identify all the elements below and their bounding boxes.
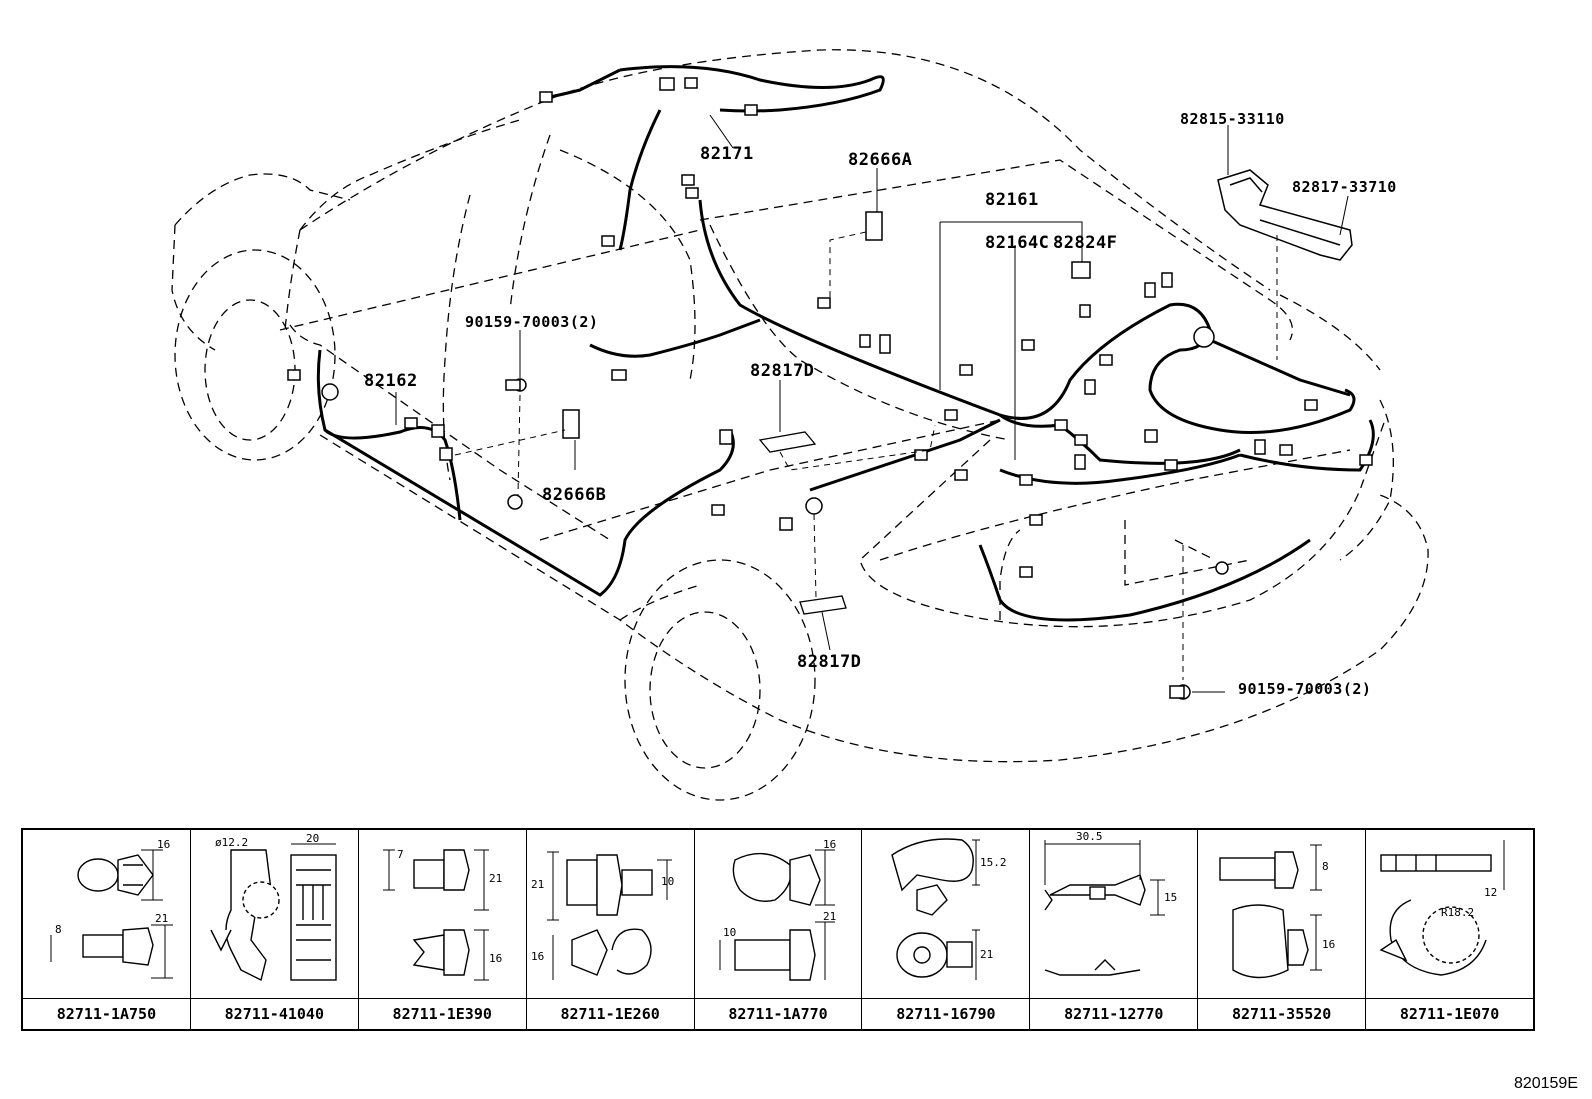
label-82162: 82162 <box>364 371 418 391</box>
dim-21: 21 <box>489 872 502 885</box>
dim-16: 16 <box>1322 938 1335 951</box>
label-82171: 82171 <box>700 144 754 164</box>
dim-30-5: 30.5 <box>1076 830 1103 843</box>
connectors <box>287 77 1373 578</box>
label-82666a: 82666A <box>848 150 913 170</box>
part-number: 82711-1E070 <box>1366 998 1534 1029</box>
dim-21: 21 <box>155 912 168 925</box>
dim-12: 12 <box>1484 886 1497 899</box>
label-82815-33110: 82815-33110 <box>1180 110 1285 128</box>
clip-drawing: 7 21 16 <box>382 848 502 981</box>
clip-cell: 8 16 82711-35520 <box>1198 830 1367 1029</box>
clip-drawing: 8 16 <box>1219 844 1335 979</box>
dim-16: 16 <box>531 950 544 963</box>
pads <box>758 431 847 615</box>
clip-cell: 16 21 8 82711-1A750 <box>23 830 191 1029</box>
clip-drawing: 12 R18.2 <box>1379 840 1505 976</box>
label-90159-70003-right: 90159-70003(2) <box>1238 680 1372 698</box>
dim-16: 16 <box>157 838 170 851</box>
wiring-harness <box>316 65 1375 622</box>
dim-20: 20 <box>306 832 319 845</box>
clip-drawing: ø12.2 20 <box>210 832 337 982</box>
clip-cell: 16 21 10 82711-1A770 <box>694 830 863 1029</box>
clip-cell: 21 10 16 82711-1E260 <box>526 830 695 1029</box>
dim-8: 8 <box>55 923 62 936</box>
protector-part <box>1217 169 1353 261</box>
clip-cell: 30.5 15 82711-12770 <box>1030 830 1199 1029</box>
dim-15: 15 <box>1164 891 1177 904</box>
clip-drawing: 15.2 21 <box>891 838 1007 980</box>
part-number: 82711-16790 <box>862 998 1030 1029</box>
dim-10: 10 <box>661 875 674 888</box>
label-82164c: 82164C <box>985 233 1050 253</box>
clip-cell: 15.2 21 82711-16790 <box>862 830 1031 1029</box>
clip-drawing: 30.5 15 <box>1044 830 1178 976</box>
part-number: 82711-41040 <box>190 998 358 1029</box>
label-82817-33710: 82817-33710 <box>1292 178 1397 196</box>
dim-radius: R18.2 <box>1441 906 1474 919</box>
dim-15-2: 15.2 <box>980 856 1007 869</box>
dim-16: 16 <box>823 838 836 851</box>
label-82824f: 82824F <box>1053 233 1118 253</box>
clip-drawing: 16 21 10 <box>719 838 836 981</box>
clip-drawing: 21 10 16 <box>531 851 674 980</box>
label-82161: 82161 <box>985 190 1039 210</box>
dim-21: 21 <box>823 910 836 923</box>
part-number: 82711-1A750 <box>23 998 190 1029</box>
dim-21: 21 <box>531 878 544 891</box>
dim-7: 7 <box>397 848 404 861</box>
label-82817d-upper: 82817D <box>750 361 815 381</box>
part-number: 82711-1A770 <box>694 998 862 1029</box>
part-number: 82711-1E390 <box>358 998 526 1029</box>
clip-cell: 12 R18.2 82711-1E070 <box>1366 830 1534 1029</box>
dim-diameter: ø12.2 <box>215 836 248 849</box>
clip-cell: ø12.2 20 82711-41040 <box>190 830 359 1029</box>
grommets <box>321 326 1229 700</box>
clip-parts-table: 16 21 8 82711-1A750 ø12.2 20 82711-41040 <box>21 828 1535 1031</box>
clip-drawing: 16 21 8 <box>50 838 173 979</box>
dim-21: 21 <box>980 948 993 961</box>
clip-cell: 7 21 16 82711-1E390 <box>358 830 527 1029</box>
dim-10: 10 <box>723 926 736 939</box>
dim-16: 16 <box>489 952 502 965</box>
part-number: 82711-35520 <box>1198 998 1366 1029</box>
label-90159-70003-left: 90159-70003(2) <box>465 313 599 331</box>
figure-code: 820159E <box>1513 1075 1578 1092</box>
leader-lines <box>395 114 1349 693</box>
label-82666b: 82666B <box>542 485 607 505</box>
part-number: 82711-12770 <box>1030 998 1198 1029</box>
label-82817d-lower: 82817D <box>797 652 862 672</box>
part-number: 82711-1E260 <box>526 998 694 1029</box>
car-wiring-diagram <box>171 49 1429 801</box>
dashed-leaders <box>454 231 1278 680</box>
dim-8: 8 <box>1322 860 1329 873</box>
